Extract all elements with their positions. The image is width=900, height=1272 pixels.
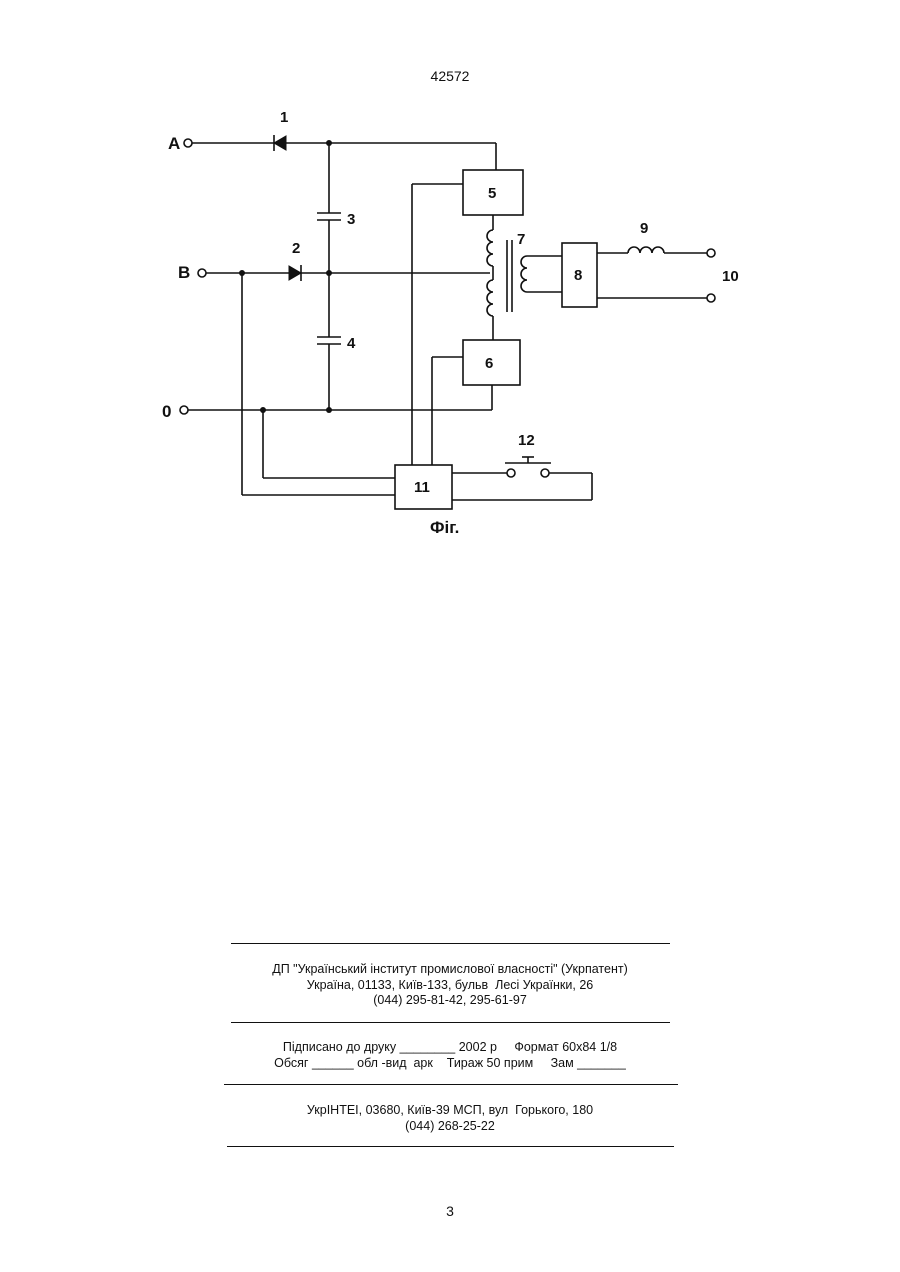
rule-1	[231, 943, 670, 944]
circuit-diagram: A B 0 1 3 2 4 5	[0, 0, 900, 560]
printer-phone: (044) 268-25-22	[0, 1119, 900, 1135]
figure-caption: Фіг.	[430, 518, 459, 537]
printer-line: УкрІНТЕІ, 03680, Київ-39 МСП, вул Горько…	[0, 1103, 900, 1119]
switch-12-contact-right	[541, 469, 549, 477]
output-10-label: 10	[722, 268, 739, 285]
print-info-line-1: Підписано до друку ________ 2002 р Форма…	[0, 1040, 900, 1056]
capacitor-4-label: 4	[347, 335, 356, 352]
rule-2	[231, 1022, 670, 1023]
publisher-block: ДП "Український інститут промислової вла…	[0, 962, 900, 1009]
publisher-line: ДП "Український інститут промислової вла…	[0, 962, 900, 978]
diode-1	[192, 135, 329, 151]
inductor-9-label: 9	[640, 220, 648, 237]
publisher-address: Україна, 01133, Київ-133, бульв Лесі Укр…	[0, 978, 900, 994]
printer-block: УкрІНТЕІ, 03680, Київ-39 МСП, вул Горько…	[0, 1103, 900, 1134]
switch-12-label: 12	[518, 432, 535, 449]
rule-4	[227, 1146, 674, 1147]
switch-12-contact-left	[507, 469, 515, 477]
terminal-a	[184, 139, 192, 147]
capacitor-4	[317, 273, 341, 410]
terminal-b-label: B	[178, 263, 190, 282]
diode-1-label: 1	[280, 109, 288, 126]
terminal-zero	[180, 406, 188, 414]
transformer-7-label: 7	[517, 231, 525, 248]
page-number: 3	[0, 1203, 900, 1219]
block-11-label: 11	[414, 479, 430, 496]
terminal-b	[198, 269, 206, 277]
transformer-7-primary-upper	[487, 230, 493, 266]
transformer-7-secondary	[521, 256, 527, 292]
rule-3	[224, 1084, 678, 1085]
terminal-zero-label: 0	[162, 402, 171, 421]
terminal-a-label: A	[168, 134, 180, 153]
output-terminal-lower	[707, 294, 715, 302]
publisher-phone: (044) 295-81-42, 295-61-97	[0, 993, 900, 1009]
diode-2-label: 2	[292, 240, 300, 257]
output-terminal-upper	[707, 249, 715, 257]
capacitor-3	[317, 143, 341, 273]
diode-2	[289, 265, 301, 281]
block-6-label: 6	[485, 355, 493, 372]
transformer-7-primary-lower	[487, 280, 493, 316]
block-5-label: 5	[488, 185, 496, 202]
block-8-label: 8	[574, 267, 582, 284]
print-info-line-2: Обсяг ______ обл -вид арк Тираж 50 прим …	[0, 1056, 900, 1072]
print-info-block: Підписано до друку ________ 2002 р Форма…	[0, 1040, 900, 1071]
inductor-9	[628, 247, 664, 253]
junction-dot	[326, 407, 332, 413]
capacitor-3-label: 3	[347, 211, 355, 228]
